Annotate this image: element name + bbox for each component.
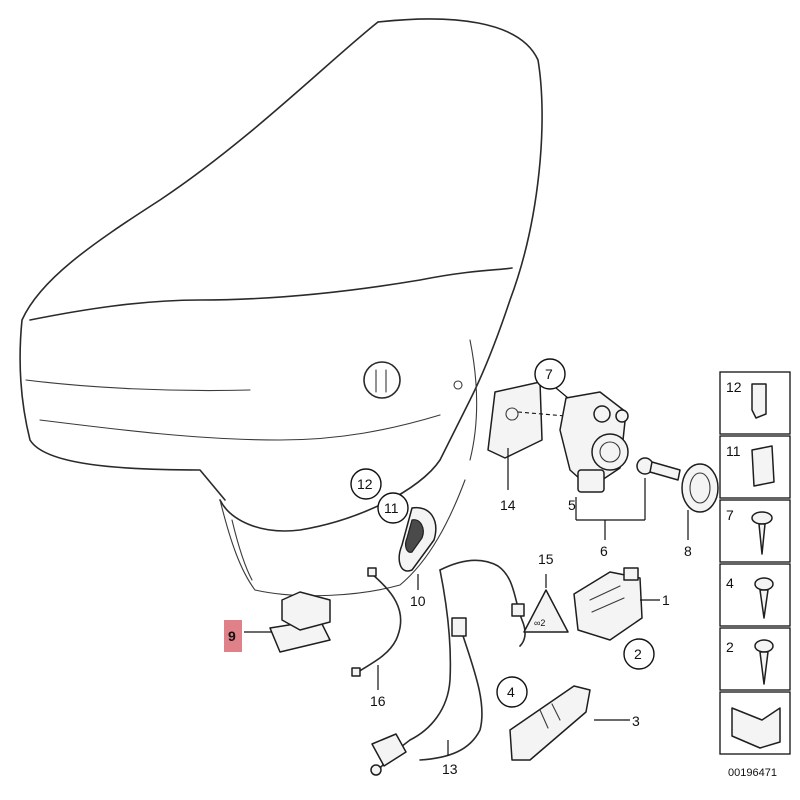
callout-2: 2 [634,646,642,662]
trunk-lid [19,18,543,597]
reference-number: 00196471 [728,767,777,779]
circled-callouts: 7 12 11 2 4 [350,358,655,708]
part-14-bracket [487,381,567,490]
callout-8: 8 [684,543,692,559]
callout-9: 9 [228,628,236,644]
fastener-legend: 12 11 7 4 2 [719,371,791,755]
emblem [363,361,401,399]
callout-16: 16 [370,693,386,709]
part-13-harness [370,559,526,776]
callout-13: 13 [442,761,458,777]
legend-item-12: 12 [726,379,742,395]
part-10-handle [398,506,437,590]
part-3-grip [509,685,630,761]
legend-item-2: 2 [726,639,734,655]
callout-10: 10 [410,593,426,609]
callout-15: 15 [538,551,554,567]
part-5-lock-assembly [559,391,646,540]
callout-5: 5 [568,497,576,513]
key [636,457,681,481]
part-1-latch [573,567,660,641]
callout-1: 1 [662,592,670,608]
callout-9-highlight: 9 [224,620,242,652]
callout-4: 4 [507,684,515,700]
callout-3: 3 [632,713,640,729]
callout-7: 7 [545,366,553,382]
panel-icon [731,707,781,749]
legend-item-4: 4 [726,575,734,591]
part-15-warning-label: ∞2 [523,574,569,633]
part-16-cable [351,567,402,690]
callout-14: 14 [500,497,516,513]
part-8-ring [681,463,719,540]
part-9-license-light [244,591,331,653]
svg-text:∞2: ∞2 [534,618,545,628]
callouts: 14 5 6 8 10 1 16 3 13 15 [370,497,692,777]
legend-item-7: 7 [726,507,734,523]
callout-11: 11 [384,500,399,516]
callout-12: 12 [357,476,373,492]
callout-6: 6 [600,543,608,559]
legend-item-11: 11 [726,443,741,459]
